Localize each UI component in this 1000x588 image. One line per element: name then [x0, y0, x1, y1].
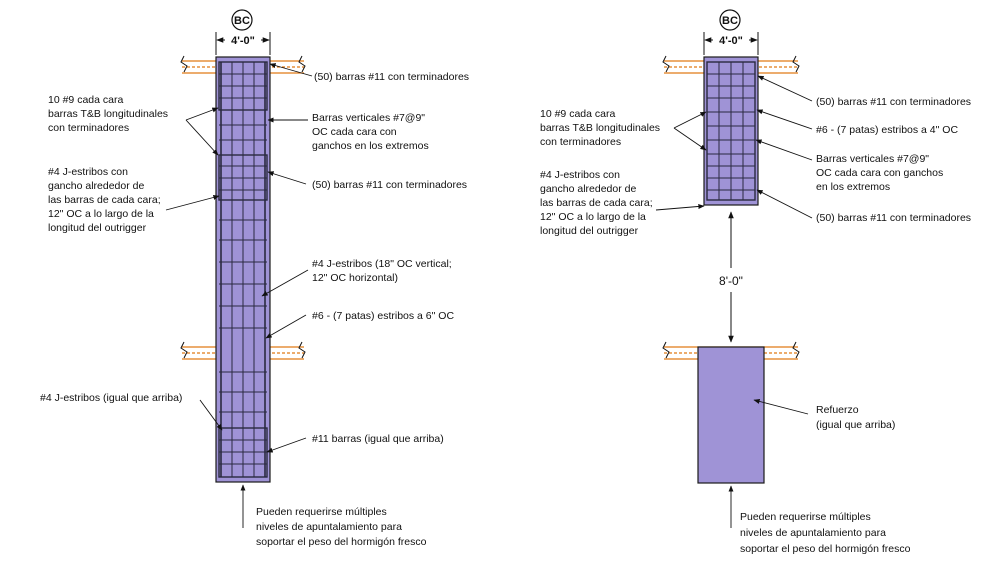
right-label-bars-9-l3: con terminadores [540, 136, 621, 148]
right-label-vert-l1: Barras verticales #7@9" [816, 153, 929, 165]
left-bc-text: BC [234, 15, 250, 27]
left-label-j4b-l2: 12" OC horizontal) [312, 272, 398, 284]
left-label-vert-l2: OC cada cara con [312, 126, 397, 138]
left-label-shore-l2: niveles de apuntalamiento para [256, 521, 402, 533]
left-label-j4-l3: las barras de cada cara; [48, 194, 161, 206]
right-detail: BC 4'-0" 8'-0" 10 #9 cada cara barras T&… [540, 9, 971, 555]
left-label-j4-l1: #4 J-estribos con [48, 166, 128, 178]
left-label-vert-l1: Barras verticales #7@9" [312, 112, 425, 124]
left-label-j4-l5: longitud del outrigger [48, 222, 147, 234]
right-bc-bubble [719, 9, 741, 31]
left-label-bars-9-l3: con terminadores [48, 122, 129, 134]
left-label-j4b-l1: #4 J-estribos (18" OC vertical; [312, 258, 452, 270]
right-label-shore-l3: soportar el peso del hormigón fresco [740, 543, 911, 555]
right-label-refuerzo-l1: Refuerzo [816, 404, 859, 416]
right-label-bars-11-bot: (50) barras #11 con terminadores [816, 212, 971, 224]
left-detail: BC 4'-0" (50) barras #11 con terminadore… [40, 9, 469, 548]
left-label-shore-l1: Pueden requerirse múltiples [256, 506, 387, 518]
right-label-refuerzo-l2: (igual que arriba) [816, 419, 895, 431]
left-label-bars-11-top: (50) barras #11 con terminadores [314, 71, 469, 83]
right-label-stirrup-6: #6 - (7 patas) estribos a 4" OC [816, 124, 958, 136]
right-width-dim: 4'-0" [719, 35, 743, 47]
right-height-dim: 8'-0" [719, 274, 743, 288]
right-rebar [706, 61, 756, 201]
left-bc-bubble [231, 9, 253, 31]
left-label-stirrup-6: #6 - (7 patas) estribos a 6" OC [312, 310, 454, 322]
right-label-vert-l3: en los extremos [816, 181, 890, 193]
right-label-j4-l3: las barras de cada cara; [540, 197, 653, 209]
left-label-j4-same: #4 J-estribos (igual que arriba) [40, 392, 182, 404]
right-label-vert-l2: OC cada cara con ganchos [816, 167, 943, 179]
right-label-bars-9-l1: 10 #9 cada cara [540, 108, 615, 120]
left-width-dim: 4'-0" [231, 35, 255, 47]
right-label-j4-l4: 12" OC a lo largo de la [540, 211, 646, 223]
right-lower-block [697, 346, 765, 484]
left-label-bars-11-mid: (50) barras #11 con terminadores [312, 179, 467, 191]
left-label-bars-9-l1: 10 #9 cada cara [48, 94, 123, 106]
right-bc-text: BC [722, 15, 738, 27]
left-label-bars-11-same: #11 barras (igual que arriba) [312, 433, 444, 445]
left-label-vert-l3: ganchos en los extremos [312, 140, 429, 152]
right-label-bars-9-l2: barras T&B longitudinales [540, 122, 660, 134]
right-label-shore-l1: Pueden requerirse múltiples [740, 511, 871, 523]
right-label-j4-l1: #4 J-estribos con [540, 169, 620, 181]
right-label-bars-11-top: (50) barras #11 con terminadores [816, 96, 971, 108]
left-label-shore-l3: soportar el peso del hormigón fresco [256, 536, 427, 548]
right-label-shore-l2: niveles de apuntalamiento para [740, 527, 886, 539]
left-label-j4-l2: gancho alrededor de [48, 180, 144, 192]
right-label-j4-l5: longitud del outrigger [540, 225, 639, 237]
left-label-j4-l4: 12" OC a lo largo de la [48, 208, 154, 220]
left-rebar [218, 61, 268, 478]
right-label-j4-l2: gancho alrededor de [540, 183, 636, 195]
left-label-bars-9-l2: barras T&B longitudinales [48, 108, 168, 120]
